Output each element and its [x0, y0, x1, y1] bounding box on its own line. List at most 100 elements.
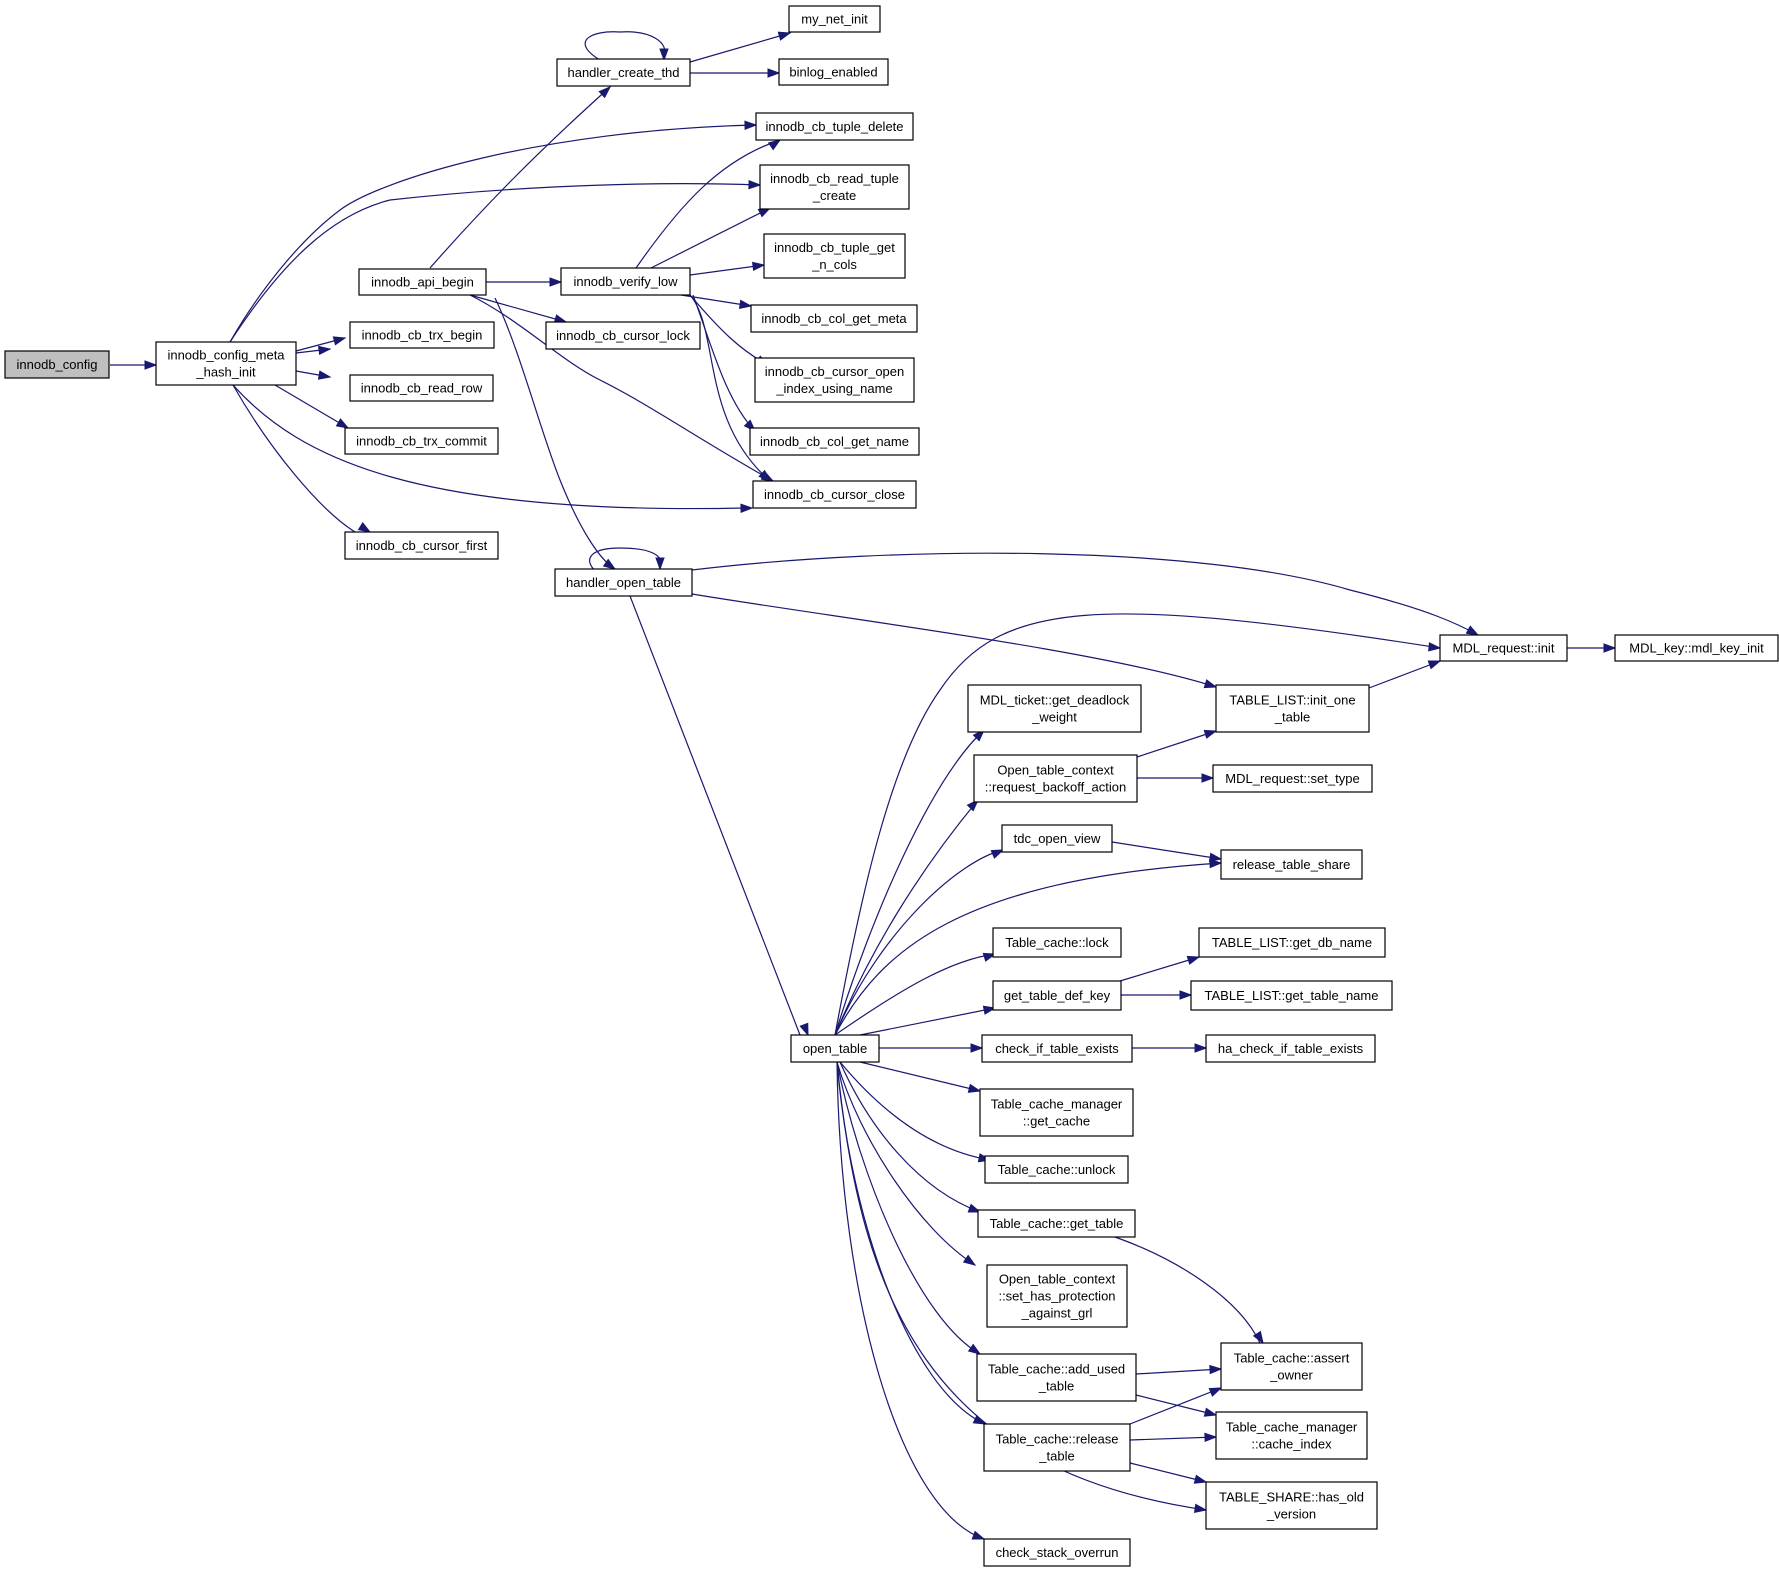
- node-tdc-open-view[interactable]: tdc_open_view: [1001, 824, 1113, 853]
- arrowhead-icon: [1252, 1330, 1264, 1345]
- call-edge-8: [229, 179, 762, 343]
- call-edge-28: [629, 595, 809, 1037]
- node-cursor-lock[interactable]: innodb_cb_cursor_lock: [545, 321, 701, 350]
- node-tc-add-used[interactable]: Table_cache::add_used_table: [976, 1353, 1137, 1402]
- node-otc-backoff[interactable]: Open_table_context::request_backoff_acti…: [973, 754, 1138, 803]
- node-label: innodb_api_begin: [371, 275, 474, 290]
- edge-line: [834, 613, 1441, 1036]
- node-open-table[interactable]: open_table: [790, 1034, 880, 1063]
- node-box: [554, 568, 693, 597]
- call-edge-25: [589, 547, 665, 576]
- node-tc-get-table[interactable]: Table_cache::get_table: [977, 1209, 1136, 1238]
- node-tuple-delete[interactable]: innodb_cb_tuple_delete: [755, 112, 914, 141]
- arrowhead-icon: [1203, 679, 1218, 689]
- node-tc-release-table[interactable]: Table_cache::release_table: [983, 1423, 1131, 1472]
- node-label: ha_check_if_table_exists: [1218, 1041, 1364, 1056]
- node-label: _version: [1266, 1507, 1316, 1522]
- call-edge-55: [1129, 1387, 1223, 1425]
- call-edge-27: [691, 593, 1218, 689]
- edge-line: [859, 1007, 996, 1036]
- node-cursor-first[interactable]: innodb_cb_cursor_first: [344, 531, 499, 560]
- arrowhead-icon: [967, 1083, 982, 1093]
- node-binlog-enabled[interactable]: binlog_enabled: [778, 58, 889, 86]
- edge-line: [584, 31, 666, 61]
- node-label: handler_open_table: [566, 575, 681, 590]
- node-label: open_table: [803, 1041, 867, 1056]
- node-label: innodb_cb_col_get_meta: [761, 311, 907, 326]
- node-mdl-request-init[interactable]: MDL_request::init: [1439, 634, 1568, 662]
- node-tc-assert-owner[interactable]: Table_cache::assert_owner: [1220, 1342, 1363, 1391]
- edge-line: [834, 729, 985, 1036]
- arrowhead-icon: [1209, 858, 1223, 869]
- node-get-table-def-key[interactable]: get_table_def_key: [992, 980, 1122, 1011]
- node-box: [973, 754, 1138, 803]
- node-label: _index_using_name: [775, 381, 892, 396]
- node-tcm-cache-index[interactable]: Table_cache_manager::cache_index: [1215, 1411, 1368, 1460]
- node-check-stack-overrun[interactable]: check_stack_overrun: [983, 1538, 1131, 1567]
- node-label: ::request_backoff_action: [985, 780, 1126, 795]
- node-mdl-ticket-deadlock[interactable]: MDL_ticket::get_deadlock_weight: [967, 684, 1142, 733]
- node-box: [1001, 824, 1113, 853]
- node-otc-protection[interactable]: Open_table_context::set_has_protection_a…: [986, 1264, 1128, 1328]
- node-label: TABLE_LIST::get_table_name: [1205, 988, 1379, 1003]
- node-meta-hash-init[interactable]: innodb_config_meta_hash_init: [155, 341, 297, 386]
- node-tuple-get-n-cols[interactable]: innodb_cb_tuple_get_n_cols: [763, 233, 906, 279]
- arrowhead-icon: [332, 336, 347, 346]
- call-edge-35: [834, 858, 1223, 1036]
- node-box: [790, 1034, 880, 1063]
- call-edge-48: [836, 1061, 977, 1266]
- node-label: innodb_cb_cursor_close: [764, 487, 905, 502]
- node-check-if-table-exists[interactable]: check_if_table_exists: [981, 1034, 1133, 1063]
- node-label: check_if_table_exists: [995, 1041, 1119, 1056]
- node-trx-commit[interactable]: innodb_cb_trx_commit: [344, 427, 499, 455]
- node-cursor-open-index[interactable]: innodb_cb_cursor_open_index_using_name: [754, 357, 915, 403]
- call-edge-41: [1119, 955, 1201, 982]
- node-label: ::cache_index: [1251, 1437, 1332, 1452]
- node-mdl-key-init[interactable]: MDL_key::mdl_key_init: [1614, 634, 1779, 662]
- node-read-row[interactable]: innodb_cb_read_row: [349, 374, 494, 402]
- node-col-get-name[interactable]: innodb_cb_col_get_name: [749, 427, 920, 456]
- arrowhead-icon: [744, 120, 758, 130]
- call-edge-38: [834, 849, 1005, 1036]
- node-ha-check-if-table-exists[interactable]: ha_check_if_table_exists: [1205, 1034, 1376, 1063]
- call-edge-18: [635, 139, 782, 269]
- node-box: [983, 1423, 1131, 1472]
- node-read-tuple-create[interactable]: innodb_cb_read_tuple_create: [759, 164, 910, 210]
- node-mdl-set-type[interactable]: MDL_request::set_type: [1212, 764, 1373, 793]
- node-col-get-meta[interactable]: innodb_cb_col_get_meta: [750, 304, 918, 333]
- node-innodb-config[interactable]: innodb_config: [4, 350, 110, 379]
- node-trx-begin[interactable]: innodb_cb_trx_begin: [349, 321, 495, 349]
- call-edge-16: [689, 31, 792, 63]
- call-edge-14: [494, 297, 617, 570]
- call-edge-49: [836, 1061, 982, 1355]
- node-verify-low[interactable]: innodb_verify_low: [560, 267, 691, 296]
- arrowhead-icon: [982, 952, 997, 962]
- node-my-net-init[interactable]: my_net_init: [788, 5, 881, 33]
- node-cursor-close[interactable]: innodb_cb_cursor_close: [752, 480, 917, 509]
- arrowhead-icon: [1193, 1503, 1208, 1513]
- call-edge-5: [274, 384, 350, 429]
- node-box: [344, 531, 499, 560]
- node-get-db-name[interactable]: TABLE_LIST::get_db_name: [1198, 927, 1386, 958]
- node-ts-has-old-version[interactable]: TABLE_SHARE::has_old_version: [1205, 1481, 1378, 1530]
- edge-line: [629, 595, 801, 1036]
- edge-line: [834, 953, 996, 1036]
- node-tc-lock[interactable]: Table_cache::lock: [992, 927, 1122, 958]
- node-release-table-share[interactable]: release_table_share: [1220, 849, 1363, 880]
- call-edge-52: [836, 1061, 986, 1540]
- node-get-table-name[interactable]: TABLE_LIST::get_table_name: [1190, 980, 1393, 1011]
- node-label: TABLE_LIST::get_db_name: [1212, 935, 1372, 950]
- arrowhead-icon: [602, 558, 617, 570]
- arrowhead-icon: [1203, 1407, 1218, 1417]
- node-tc-unlock[interactable]: Table_cache::unlock: [984, 1155, 1129, 1184]
- node-handler-create-thd[interactable]: handler_create_thd: [556, 58, 691, 87]
- arrowhead-icon: [752, 261, 766, 272]
- node-api-begin[interactable]: innodb_api_begin: [358, 268, 487, 296]
- arrowhead-icon: [962, 1254, 977, 1266]
- node-box: [749, 427, 920, 456]
- node-table-list-init[interactable]: TABLE_LIST::init_one_table: [1215, 684, 1370, 733]
- arrowhead-icon: [758, 469, 772, 482]
- node-handler-open-table[interactable]: handler_open_table: [554, 568, 693, 597]
- node-tcm-get-cache[interactable]: Table_cache_manager::get_cache: [979, 1088, 1134, 1137]
- node-label: innodb_cb_read_tuple: [770, 171, 899, 186]
